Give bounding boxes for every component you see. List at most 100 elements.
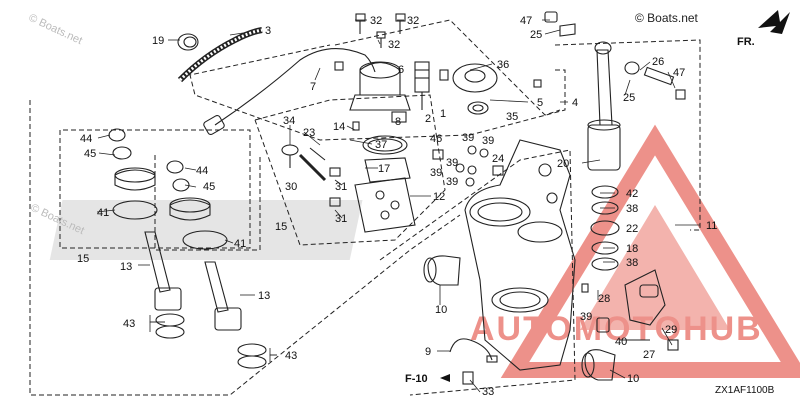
part-armature xyxy=(391,61,449,123)
callout-44: 44 xyxy=(80,133,92,145)
callout-39: 39 xyxy=(482,135,494,147)
callout-32: 32 xyxy=(370,15,382,27)
callout-22: 22 xyxy=(626,223,638,235)
callout-14: 14 xyxy=(333,121,345,133)
callout-6: 6 xyxy=(398,64,404,76)
callout-23: 23 xyxy=(303,127,315,139)
outline-group-main xyxy=(29,100,461,396)
part-hydraulic-pump xyxy=(354,135,416,233)
callout-27: 27 xyxy=(643,349,655,361)
part-motor-base xyxy=(452,63,542,115)
callout-43: 43 xyxy=(123,318,135,330)
parts xyxy=(108,11,686,385)
callout-31: 31 xyxy=(335,213,347,225)
callout-18: 18 xyxy=(626,243,638,255)
part-cable-harness xyxy=(203,48,376,136)
callout-34: 34 xyxy=(283,115,295,127)
watermark-logo: AUTOMOTOHUB xyxy=(470,124,800,378)
callout-10: 10 xyxy=(435,304,447,316)
callout-20: 20 xyxy=(557,158,569,170)
callout-43: 43 xyxy=(285,350,297,362)
watermark-triangle-inner xyxy=(580,205,730,330)
part-main-housing xyxy=(464,139,576,371)
direction-arrow-icon xyxy=(758,10,790,34)
callout-5: 5 xyxy=(537,97,543,109)
callout-32: 32 xyxy=(407,15,419,27)
callout-12: 12 xyxy=(433,191,445,203)
callout-39: 39 xyxy=(446,157,458,169)
figure-reference: F-10 xyxy=(405,373,450,385)
part-bolts-32 xyxy=(355,13,406,48)
callout-39: 39 xyxy=(446,176,458,188)
callout-25: 25 xyxy=(530,29,542,41)
callout-24: 24 xyxy=(492,153,504,165)
callout-1: 1 xyxy=(440,108,446,120)
callout-45: 45 xyxy=(203,181,215,193)
callout-47: 47 xyxy=(520,15,532,27)
front-direction-indicator: FR. xyxy=(737,10,790,48)
callout-35: 35 xyxy=(506,111,518,123)
callout-42: 42 xyxy=(626,188,638,200)
callout-8: 8 xyxy=(395,116,401,128)
callout-36: 36 xyxy=(497,59,509,71)
callout-30: 30 xyxy=(285,181,297,193)
callout-25: 25 xyxy=(623,92,635,104)
watermark-background-letters xyxy=(49,200,363,260)
callout-39: 39 xyxy=(430,167,442,179)
outline-group-12 xyxy=(254,94,446,246)
callout-4: 4 xyxy=(572,97,578,109)
callout-13: 13 xyxy=(258,290,270,302)
callout-45: 45 xyxy=(84,148,96,160)
callout-15: 15 xyxy=(275,221,287,233)
callout-15: 15 xyxy=(77,253,89,265)
callout-10: 10 xyxy=(627,373,639,385)
part-trim-motor xyxy=(334,61,411,111)
part-tilt-cylinder-caps xyxy=(112,167,228,250)
outline-group-11 xyxy=(554,39,701,231)
callout-19: 19 xyxy=(152,35,164,47)
watermark-logo-text: AUTOMOTOHUB xyxy=(470,310,763,348)
part-ground-wire xyxy=(449,338,498,385)
part-caps-44-45 xyxy=(108,128,190,192)
callout-31: 31 xyxy=(335,181,347,193)
callout-2: 2 xyxy=(425,113,431,125)
outline-group-5 xyxy=(334,19,561,116)
part-hose-clamp xyxy=(177,33,199,51)
part-piston-rings xyxy=(590,185,620,271)
outline-group-bottom xyxy=(379,149,576,396)
group-outlines xyxy=(29,19,701,396)
part-tilt-rods xyxy=(144,231,267,369)
callout-41: 41 xyxy=(234,238,246,250)
callout-32: 32 xyxy=(388,39,400,51)
callout-26: 26 xyxy=(652,56,664,68)
figure-code: ZX1AF1100B xyxy=(715,385,775,396)
callout-13: 13 xyxy=(120,261,132,273)
outline-group-15 xyxy=(59,129,251,249)
callout-33: 33 xyxy=(482,386,494,398)
outline-group-15b xyxy=(154,155,261,251)
watermark-triangle-outer xyxy=(500,124,800,378)
callout-29: 29 xyxy=(665,324,677,336)
part-collar-10 xyxy=(423,255,616,381)
callout-3: 3 xyxy=(265,25,271,37)
part-corrugated-hose xyxy=(177,27,263,83)
part-caps-collars xyxy=(544,11,686,100)
callout-39: 39 xyxy=(580,311,592,323)
callout-labels: 19 3 32 32 32 47 25 7 6 36 26 47 25 5 4 … xyxy=(77,15,717,398)
callout-11: 11 xyxy=(706,220,717,232)
callout-39: 39 xyxy=(462,132,474,144)
callout-47: 47 xyxy=(673,67,685,79)
callout-40: 40 xyxy=(615,336,627,348)
callout-46: 46 xyxy=(430,133,442,145)
outline-group-4 xyxy=(189,44,566,141)
callout-9: 9 xyxy=(425,346,431,358)
direction-label: FR. xyxy=(737,36,755,48)
callout-41: 41 xyxy=(97,207,109,219)
callout-38: 38 xyxy=(626,203,638,215)
callout-28: 28 xyxy=(598,293,610,305)
callout-7: 7 xyxy=(310,81,316,93)
watermark-text-top-right: © Boats.net xyxy=(635,11,699,25)
part-manual-valve xyxy=(581,269,679,351)
